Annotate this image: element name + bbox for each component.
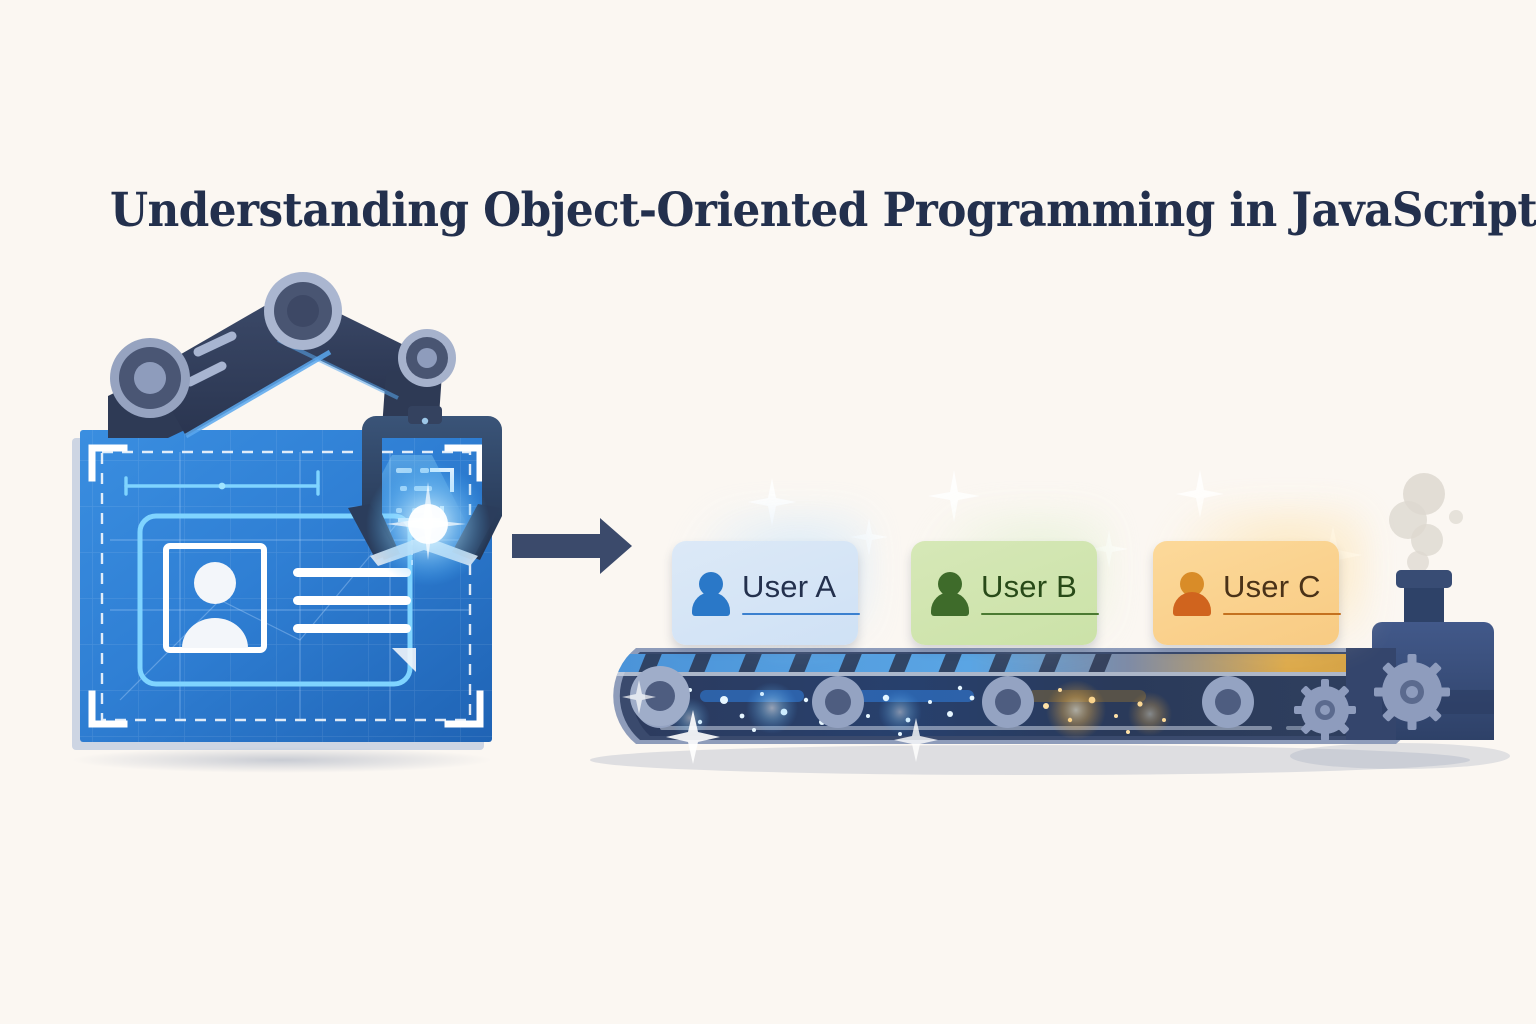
user-icon xyxy=(1171,570,1213,616)
user-card-b-label: User B xyxy=(981,569,1077,605)
user-card-c[interactable]: User C xyxy=(1153,541,1341,645)
blueprint-panel xyxy=(72,430,492,750)
user-icon xyxy=(929,570,971,616)
user-card-b-rule xyxy=(981,612,1099,615)
user-icon xyxy=(690,570,732,616)
belt-sparkles xyxy=(622,680,938,764)
user-card-c-label: User C xyxy=(1223,569,1321,605)
user-card-a-rule xyxy=(742,612,860,615)
user-card-a[interactable]: User A xyxy=(672,541,860,645)
user-card-c-rule xyxy=(1223,612,1341,615)
gripper xyxy=(348,406,502,566)
user-card-b[interactable]: User B xyxy=(911,541,1099,645)
user-card-a-label: User A xyxy=(742,569,837,605)
page-title: Understanding Object-Oriented Programmin… xyxy=(110,183,1536,238)
machine-gears xyxy=(1294,654,1450,741)
belt-surface xyxy=(613,654,1419,740)
belt-rollers xyxy=(634,676,1254,728)
robotic-arm xyxy=(108,272,502,586)
process-arrow xyxy=(512,518,632,574)
smoke-puffs xyxy=(1389,473,1463,573)
